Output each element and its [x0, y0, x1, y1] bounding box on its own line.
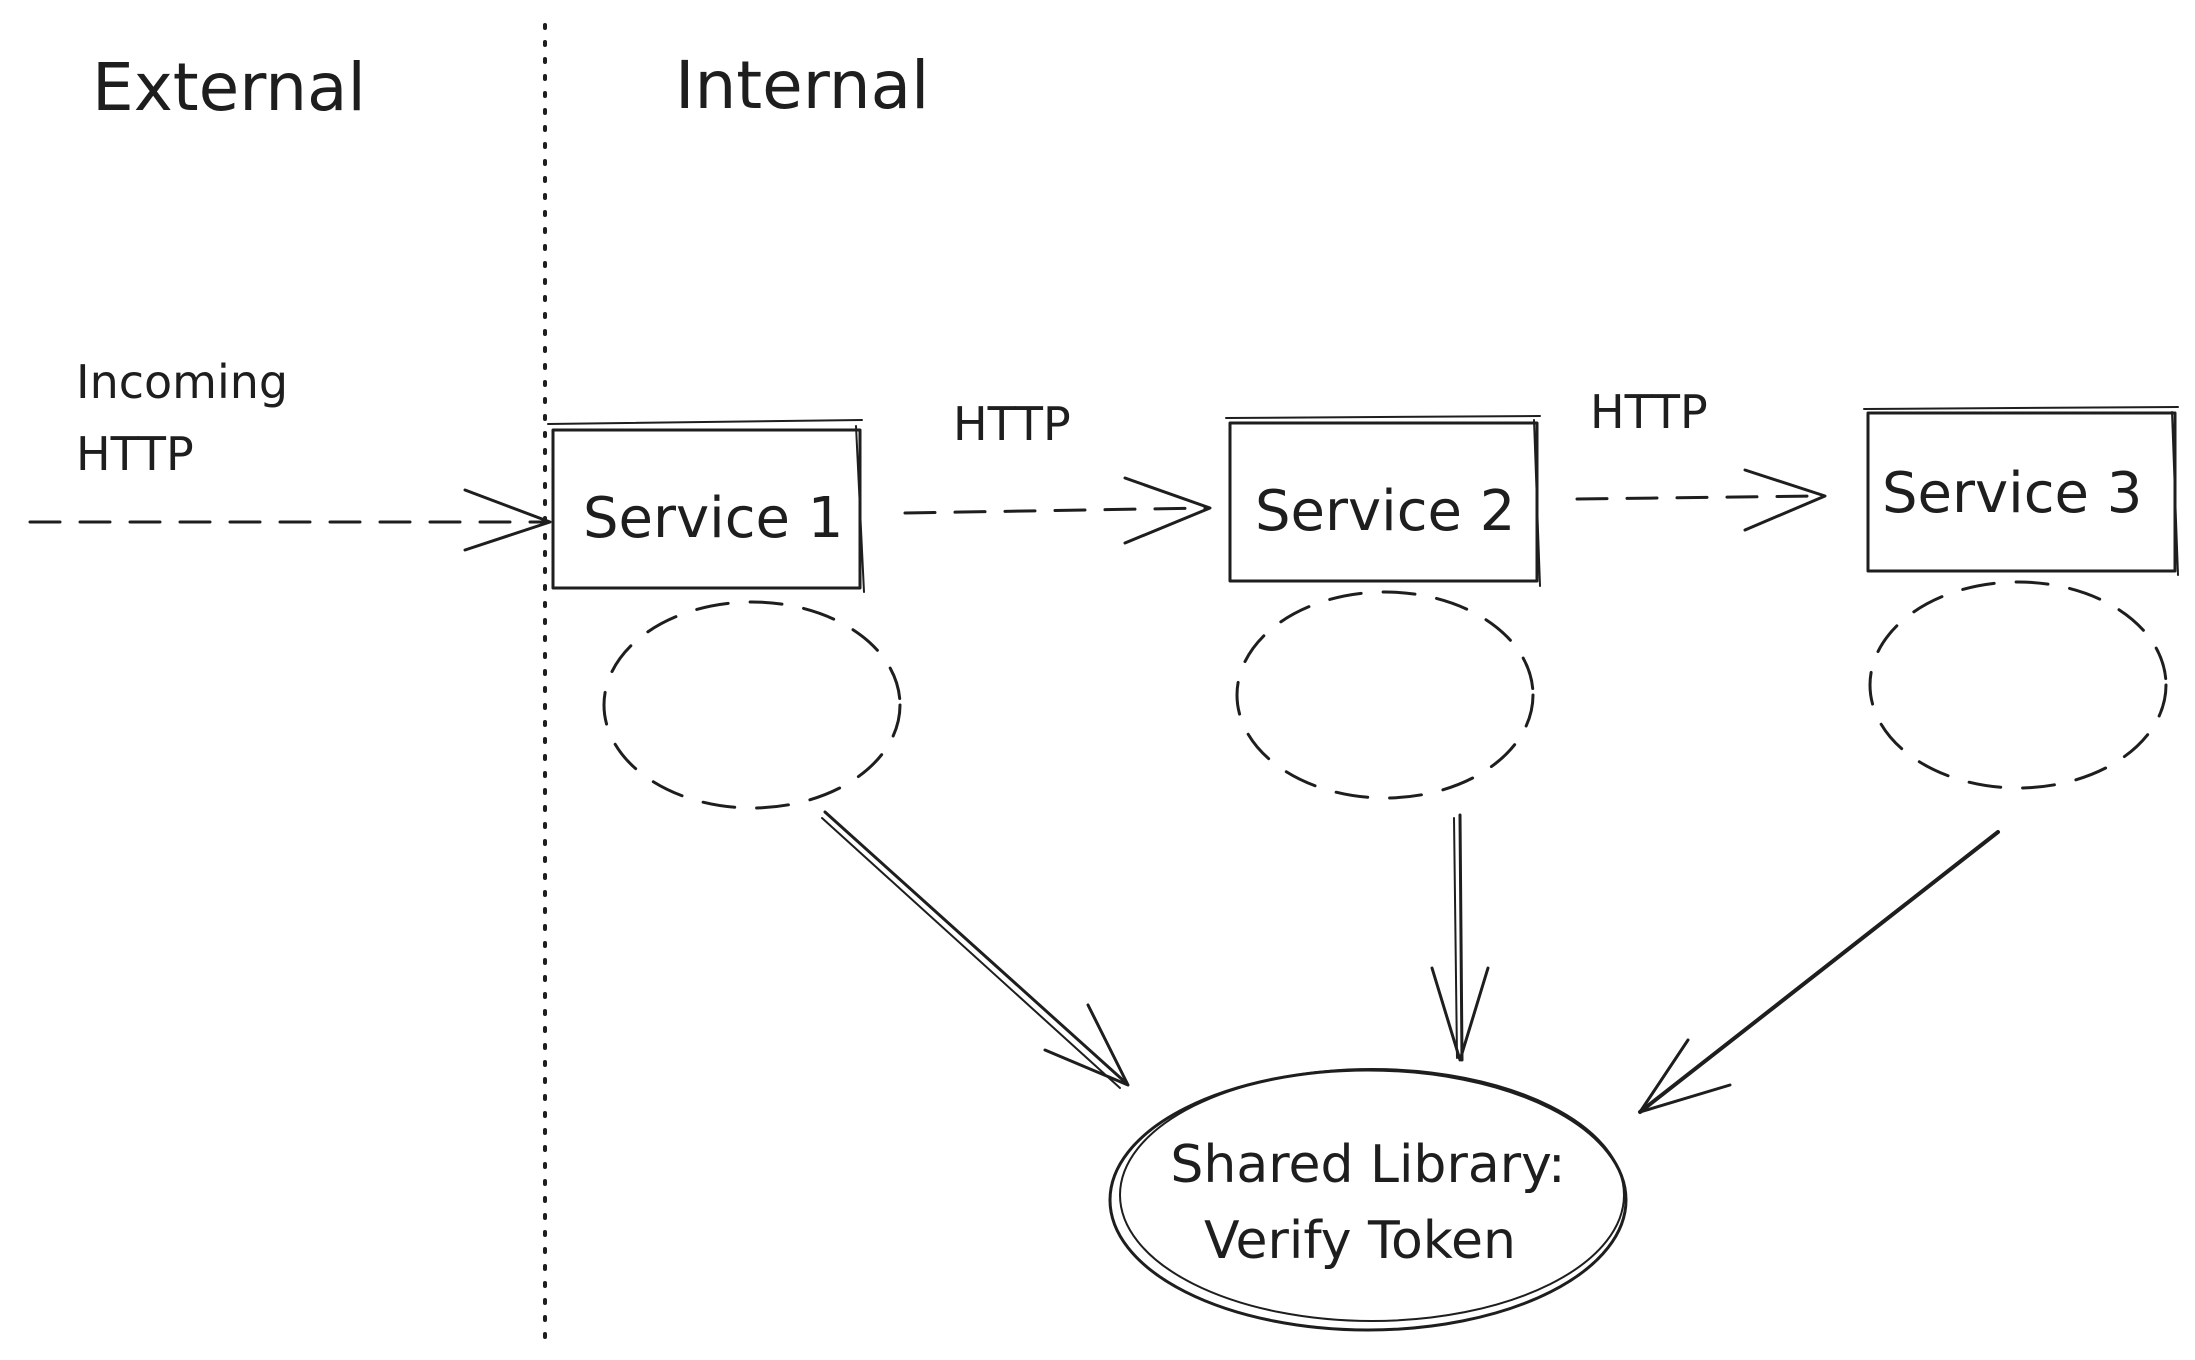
shared-library-label-line2: Verify Token: [1204, 1211, 1516, 1271]
external-zone-label: External: [92, 49, 366, 126]
shared-library-label-line1: Shared Library:: [1170, 1135, 1565, 1195]
service-2-label: Service 2: [1255, 479, 1515, 544]
shared-library-node: Shared Library: Verify Token: [1108, 1068, 1628, 1332]
service-3-label: Service 3: [1882, 461, 2142, 526]
service-1-to-library-arrow: [821, 810, 1130, 1089]
service-2-to-library-arrow: [1430, 813, 1490, 1062]
service-1-integration-ellipse: [602, 600, 902, 810]
service-2-node: Service 2: [1225, 415, 1541, 587]
service-1-node: Service 1: [547, 419, 865, 593]
incoming-http-arrow: [28, 488, 552, 552]
http-link-label-2: HTTP: [1590, 385, 1708, 439]
internal-zone-label: Internal: [675, 47, 929, 124]
service-3-node: Service 3: [1863, 406, 2179, 576]
service-2-integration-ellipse: [1235, 590, 1535, 800]
incoming-label-line1: Incoming: [76, 355, 288, 409]
incoming-label-line2: HTTP: [76, 427, 194, 481]
service2-to-service3-arrow: [1575, 468, 1827, 532]
service1-to-service2-arrow: [903, 476, 1212, 545]
service-1-label: Service 1: [583, 486, 843, 551]
http-link-label-1: HTTP: [953, 397, 1071, 451]
service-3-to-library-arrow: [1638, 830, 2000, 1114]
service-3-integration-ellipse: [1868, 580, 2168, 790]
